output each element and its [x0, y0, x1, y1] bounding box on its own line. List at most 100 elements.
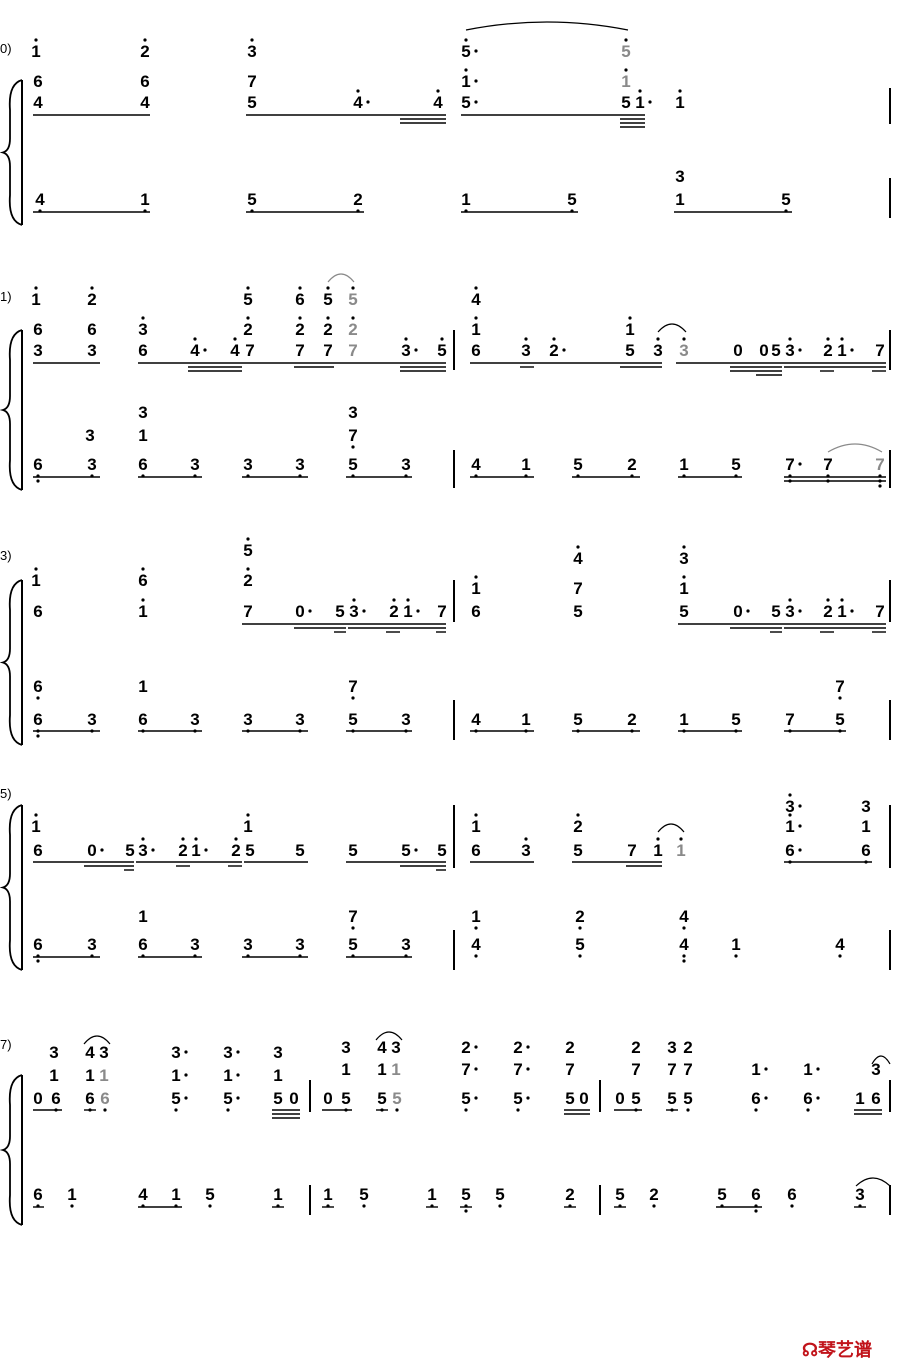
note-digit: 1: [49, 1066, 58, 1085]
note-digit: 7: [823, 455, 832, 474]
note: 6: [138, 710, 148, 733]
note: 1: [679, 455, 689, 478]
note: 5: [667, 1089, 677, 1112]
note: 1: [679, 575, 689, 598]
note-digit: 2: [565, 1038, 574, 1057]
octave-dot-high: [474, 813, 478, 817]
note: 6: [471, 341, 480, 360]
note-digit: 5: [461, 42, 470, 61]
note: 5: [392, 1089, 402, 1112]
note: 5: [348, 841, 357, 860]
watermark-logo: ☊琴艺谱: [802, 1336, 872, 1362]
note: 6: [100, 1089, 110, 1112]
note-digit: 7: [875, 341, 884, 360]
augmentation-dot: [184, 1073, 188, 1077]
note-digit: 3: [190, 935, 199, 954]
note: 3: [190, 935, 200, 958]
note-digit: 2: [823, 341, 832, 360]
note: 5: [835, 710, 845, 733]
note-digit: 0: [579, 1089, 588, 1108]
octave-dot-low: [734, 954, 738, 958]
octave-dot-high: [234, 837, 238, 841]
note-digit: 1: [67, 1185, 76, 1204]
note: 0: [615, 1089, 624, 1108]
octave-dot-high: [474, 286, 478, 290]
octave-dot-low: [682, 926, 686, 930]
note-digit: 1: [837, 602, 846, 621]
piano-site-logo-icon: ☊: [802, 1340, 818, 1360]
note: 1: [49, 1066, 58, 1085]
note-digit: 1: [461, 190, 470, 209]
note-digit: 6: [785, 841, 794, 860]
note: 5: [573, 841, 582, 860]
note: 2: [649, 1185, 659, 1208]
note: 1: [731, 935, 741, 958]
staff-brace: [0, 579, 23, 746]
note-digit: 7: [245, 341, 254, 360]
note-digit: 7: [875, 602, 884, 621]
note: 1: [273, 1066, 282, 1085]
note-digit: 6: [751, 1185, 760, 1204]
note: 5: [575, 935, 585, 958]
note-digit: 3: [247, 42, 256, 61]
note-digit: 1: [675, 190, 684, 209]
note-digit: 1: [621, 72, 630, 91]
note-digit: 3: [348, 403, 357, 422]
octave-dot-high: [656, 337, 660, 341]
note: 3: [653, 337, 663, 360]
note: 3: [675, 167, 684, 186]
note: 6: [785, 841, 802, 864]
note-digit: 1: [803, 1060, 812, 1079]
note: 3: [87, 710, 97, 733]
note: 1: [625, 316, 635, 339]
note: 4: [230, 337, 240, 360]
note: 3: [679, 337, 689, 360]
note: 1: [676, 837, 686, 860]
note-digit: 3: [190, 455, 199, 474]
note-digit: 3: [49, 1043, 58, 1062]
note: 5: [243, 286, 253, 309]
note-digit: 2: [178, 841, 187, 860]
augmentation-dot: [798, 804, 802, 808]
note-digit: 5: [781, 190, 790, 209]
note-digit: 2: [649, 1185, 658, 1204]
note: 5: [437, 841, 446, 860]
note: 5: [335, 602, 344, 621]
note-digit: 3: [223, 1043, 232, 1062]
note-digit: 1: [861, 817, 870, 836]
note-digit: 2: [243, 571, 252, 590]
octave-dot-high: [352, 598, 356, 602]
note-digit: 5: [348, 935, 357, 954]
augmentation-dot: [474, 1045, 478, 1049]
note-digit: 1: [138, 677, 147, 696]
note-digit: 6: [138, 571, 147, 590]
note: 7: [667, 1060, 676, 1079]
note-digit: 5: [348, 841, 357, 860]
note-digit: 1: [323, 1185, 332, 1204]
note: 2: [461, 1038, 478, 1057]
octave-dot-high: [34, 38, 38, 42]
note: 3: [85, 426, 94, 445]
note-digit: 1: [138, 426, 147, 445]
augmentation-dot: [850, 609, 854, 613]
note-digit: 6: [100, 1089, 109, 1108]
note-digit: 7: [243, 602, 252, 621]
note: 1: [471, 813, 481, 836]
note-digit: 2: [631, 1038, 640, 1057]
note: 5: [573, 710, 583, 733]
note: 4: [679, 907, 689, 930]
note: 2: [231, 837, 241, 860]
note-digit: 1: [731, 935, 740, 954]
note-digit: 0: [615, 1089, 624, 1108]
note-digit: 5: [771, 602, 780, 621]
note: 1: [31, 286, 41, 309]
note: 1: [67, 1185, 77, 1208]
note: 3: [785, 598, 802, 621]
note-digit: 6: [51, 1089, 60, 1108]
slur: [83, 1035, 111, 1045]
note: 5: [359, 1185, 369, 1208]
staff-brace: [0, 329, 23, 491]
octave-dot-high: [474, 316, 478, 320]
note: 5: [247, 93, 256, 112]
